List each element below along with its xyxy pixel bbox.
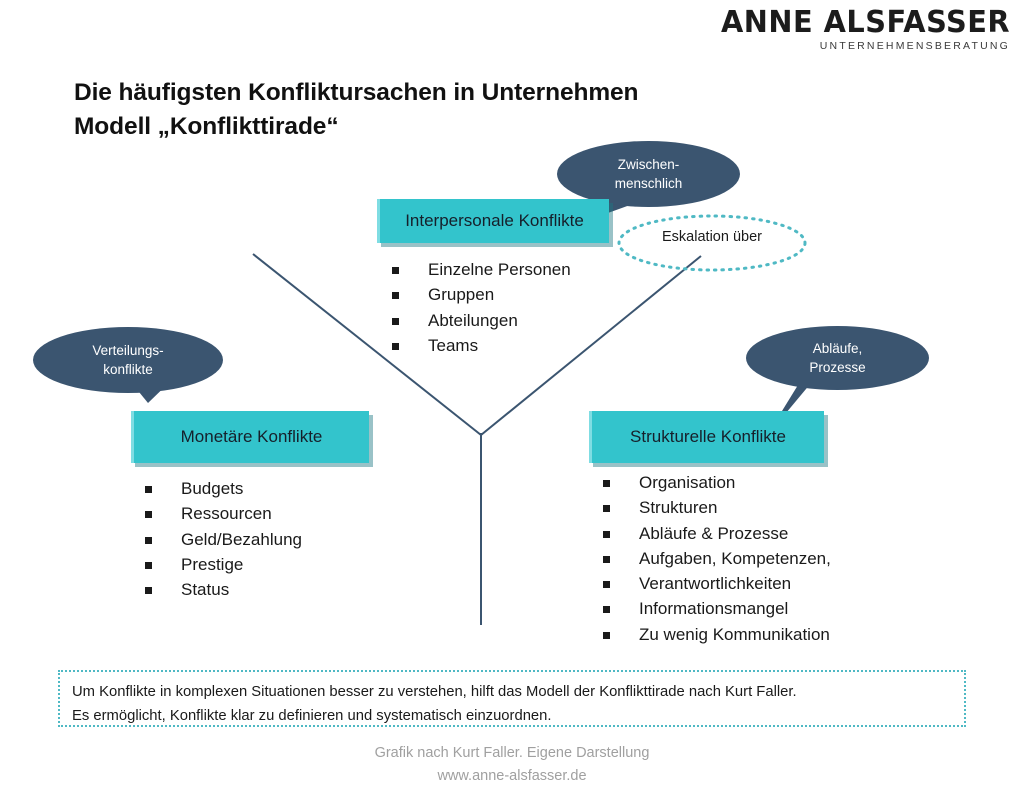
footer: Grafik nach Kurt Faller. Eigene Darstell…	[0, 742, 1024, 788]
list-item: Prestige	[145, 552, 302, 577]
list-item: Informationsmangel	[603, 596, 831, 621]
escalation-oval: Eskalation über	[616, 213, 808, 273]
list-item: Status	[145, 577, 302, 602]
list-item: Budgets	[145, 476, 302, 501]
callout-monetary-line-2: konflikte	[103, 362, 153, 377]
callout-interpersonal-text: Zwischen- menschlich	[599, 155, 699, 193]
callout-monetary: Verteilungs- konflikte	[33, 327, 223, 393]
summary-note-line-2: Es ermöglicht, Konflikte klar zu definie…	[72, 708, 552, 724]
list-item: Zu wenig Kommunikation	[603, 622, 831, 647]
footer-website: www.anne-alsfasser.de	[437, 768, 587, 784]
node-box-structural: Strukturelle Konflikte	[589, 411, 824, 463]
page-title: Die häufigsten Konfliktursachen in Unter…	[74, 76, 639, 144]
callout-structural-line-2: Prozesse	[809, 360, 866, 375]
logo-tagline: UNTERNEHMENSBERATUNG	[819, 40, 1010, 52]
callout-monetary-text: Verteilungs- konflikte	[76, 341, 179, 379]
summary-note-line-1: Um Konflikte in komplexen Situationen be…	[72, 684, 797, 700]
node-box-interpersonal-label: Interpersonale Konflikte	[405, 211, 584, 230]
escalation-oval-label: Eskalation über	[662, 229, 762, 245]
list-item: Gruppen	[392, 282, 571, 307]
list-item: Strukturen	[603, 495, 831, 520]
callout-structural-line-1: Abläufe,	[812, 341, 863, 356]
callout-monetary-line-1: Verteilungs-	[92, 343, 164, 358]
list-item: Abläufe & Prozesse	[603, 521, 831, 546]
list-item: Verantwortlichkeiten	[603, 571, 831, 596]
callout-structural-text: Abläufe, Prozesse	[793, 339, 881, 377]
page-title-line-2: Modell „Konflikttirade“	[74, 113, 339, 140]
callout-interpersonal-line-1: Zwischen-	[617, 157, 680, 172]
node-box-monetary: Monetäre Konflikte	[131, 411, 369, 463]
callout-structural: Abläufe, Prozesse	[746, 326, 929, 390]
logo-company-name: ANNE ALSFASSER	[720, 5, 1010, 40]
node-box-structural-label: Strukturelle Konflikte	[630, 427, 786, 446]
list-item: Abteilungen	[392, 308, 571, 333]
node-box-monetary-label: Monetäre Konflikte	[180, 427, 323, 446]
list-item: Organisation	[603, 470, 831, 495]
list-item: Ressourcen	[145, 501, 302, 526]
escalation-oval-shape	[617, 214, 807, 272]
summary-note-box: Um Konflikte in komplexen Situationen be…	[58, 670, 966, 727]
node-box-interpersonal: Interpersonale Konflikte	[377, 199, 609, 243]
callout-interpersonal: Zwischen- menschlich	[557, 141, 740, 207]
footer-credit: Grafik nach Kurt Faller. Eigene Darstell…	[374, 745, 650, 761]
callout-interpersonal-line-2: menschlich	[614, 176, 683, 191]
list-item: Aufgaben, Kompetenzen,	[603, 546, 831, 571]
list-item: Teams	[392, 333, 571, 358]
list-item: Einzelne Personen	[392, 257, 571, 282]
company-logo: ANNE ALSFASSER UNTERNEHMENSBERATUNG	[709, 8, 1010, 52]
list-item: Geld/Bezahlung	[145, 527, 302, 552]
page-title-line-1: Die häufigsten Konfliktursachen in Unter…	[74, 79, 639, 106]
